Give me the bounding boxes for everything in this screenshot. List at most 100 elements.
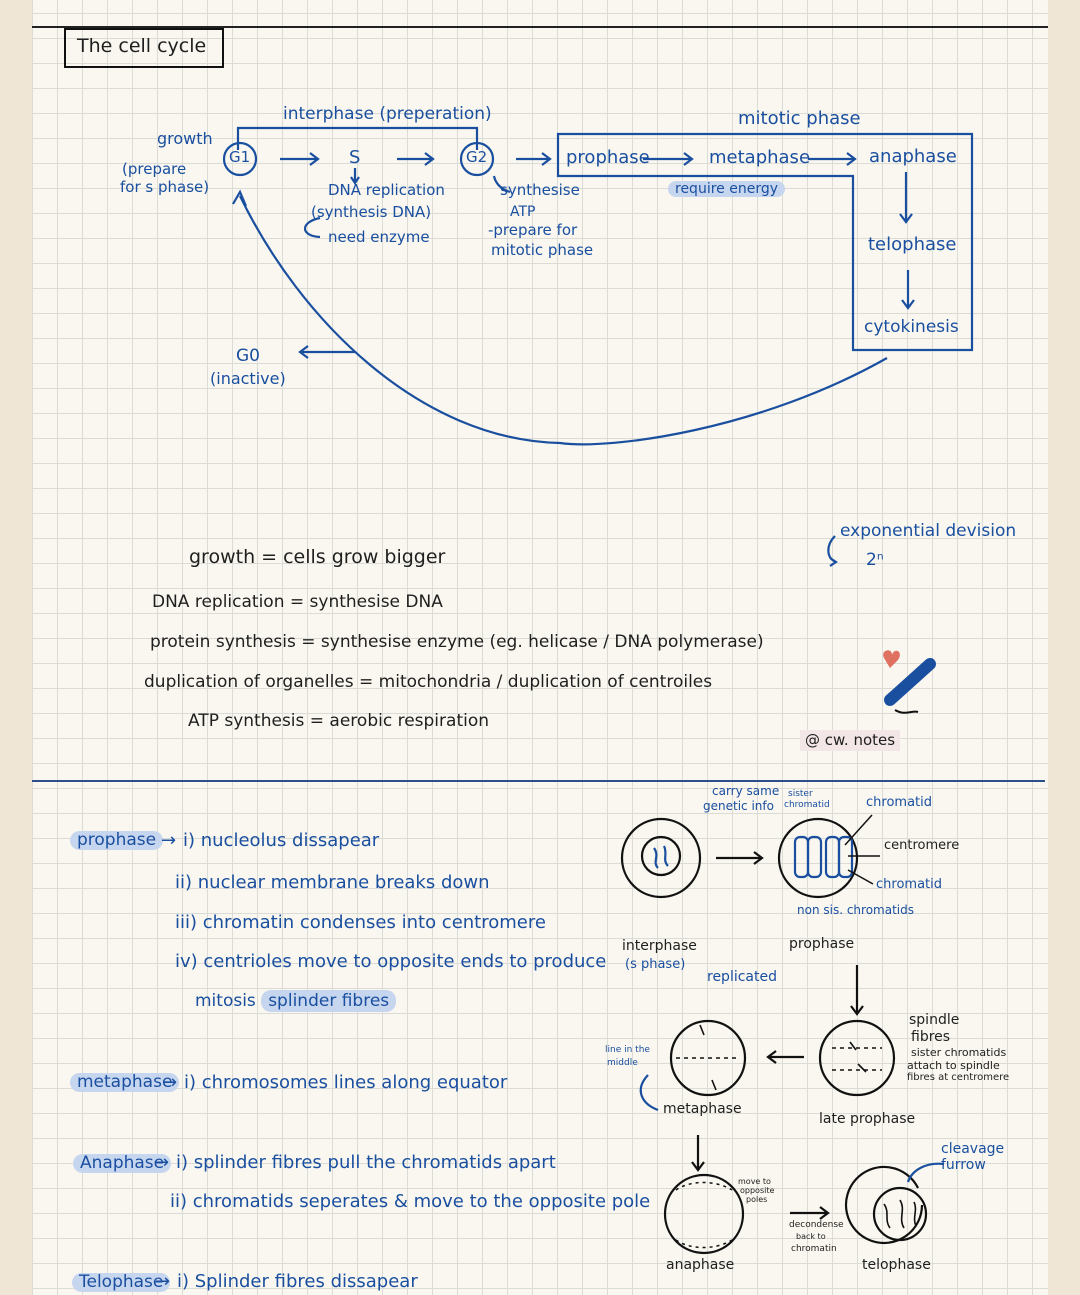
telophase-node: telophase bbox=[868, 234, 957, 255]
sister-chromatid-2: chromatid bbox=[784, 800, 830, 810]
g2-label: G2 bbox=[466, 148, 488, 166]
watermark: @ cw. notes bbox=[800, 730, 901, 751]
page-title: The cell cycle bbox=[77, 35, 207, 57]
mitotic-phase-label: mitotic phase bbox=[738, 108, 861, 129]
late-prophase-cell bbox=[818, 1019, 896, 1097]
cleavage-label-2: furrow bbox=[941, 1157, 986, 1173]
move-poles-2: opposite bbox=[740, 1186, 775, 1195]
interphase-nucleus bbox=[640, 835, 682, 877]
definition-atp: ATP synthesis = aerobic respiration bbox=[188, 711, 490, 731]
return-curve bbox=[239, 195, 888, 446]
definition-protein: protein synthesis = synthesise enzyme (e… bbox=[150, 632, 764, 652]
return-arrowhead bbox=[232, 189, 248, 207]
anaphase-tag: Anaphase bbox=[73, 1154, 172, 1173]
line-middle-2: middle bbox=[607, 1058, 638, 1068]
prophase-item-1: i) nucleolus dissapear bbox=[183, 830, 380, 851]
arrow-telo-cyto bbox=[901, 270, 915, 310]
arrow-g1-s bbox=[280, 152, 320, 166]
cytokinesis-node: cytokinesis bbox=[864, 317, 959, 337]
late-prophase-label: late prophase bbox=[819, 1111, 916, 1127]
definition-organelles: duplication of organelles = mitochondria… bbox=[144, 672, 713, 692]
metaphase-diag-label: metaphase bbox=[663, 1101, 742, 1117]
arrow-g0 bbox=[298, 345, 355, 359]
carry-same-2: genetic info bbox=[703, 799, 774, 813]
exp-curve bbox=[827, 535, 838, 567]
spindle-label-2: fibres bbox=[911, 1029, 951, 1045]
anaphase-item-2: ii) chromatids seperates & move to the o… bbox=[170, 1191, 651, 1212]
line-middle-1: line in the bbox=[605, 1045, 650, 1055]
arrow-pro-late bbox=[850, 965, 864, 1016]
spindle-label-1: spindle bbox=[909, 1012, 960, 1028]
inactive-label: (inactive) bbox=[210, 369, 286, 388]
metaphase-cell bbox=[669, 1019, 747, 1097]
arrow-s-down bbox=[350, 168, 360, 185]
exponential-formula: 2ⁿ bbox=[866, 550, 884, 570]
anaphase-node: anaphase bbox=[869, 146, 957, 167]
prophase-node: prophase bbox=[566, 147, 650, 168]
move-poles-1: move to bbox=[738, 1177, 771, 1186]
g0-label: G0 bbox=[236, 346, 260, 366]
telophase-cell bbox=[844, 1165, 924, 1245]
sister-attach-1: sister chromatids bbox=[911, 1046, 1007, 1059]
notebook-page bbox=[32, 0, 1048, 1295]
chromatid-top: chromatid bbox=[866, 795, 932, 810]
g1-note-2: for s phase) bbox=[120, 178, 210, 196]
arrow-inter-pro bbox=[716, 851, 764, 865]
exponential-label: exponential devision bbox=[840, 521, 1017, 541]
arrow-pro-meta bbox=[643, 152, 694, 166]
g1-label: G1 bbox=[229, 148, 251, 166]
g2-note-1: synthesise bbox=[500, 181, 580, 199]
g2-note-2: ATP bbox=[510, 204, 536, 220]
sister-attach-3: fibres at centromere bbox=[907, 1072, 1010, 1083]
telophase-diag-label: telophase bbox=[862, 1257, 931, 1273]
telophase-tag: Telophase bbox=[72, 1273, 171, 1292]
prophase-item-4: iv) centrioles move to opposite ends to … bbox=[175, 951, 607, 972]
metaphase-item: i) chromosomes lines along equator bbox=[184, 1072, 508, 1093]
growth-label: growth bbox=[157, 129, 213, 148]
prophase-tail-highlight: splinder fibres bbox=[261, 990, 397, 1012]
decondense-3: chromatin bbox=[791, 1244, 837, 1254]
title-box bbox=[64, 28, 224, 68]
interphase-cell bbox=[620, 817, 702, 899]
interphase-diag-label: interphase bbox=[622, 938, 697, 954]
g2-note-4: mitotic phase bbox=[491, 241, 594, 259]
decondense-2: back to bbox=[796, 1232, 826, 1241]
arrow-g2-prophase bbox=[516, 152, 552, 166]
cleavage-label-1: cleavage bbox=[941, 1141, 1005, 1157]
mitotic-box bbox=[556, 132, 974, 352]
anaphase-diag-label: anaphase bbox=[666, 1257, 735, 1273]
definition-growth: growth = cells grow bigger bbox=[189, 546, 446, 568]
prophase-tail-prefix: mitosis bbox=[195, 991, 256, 1011]
g2note-curve bbox=[492, 175, 511, 194]
s-note-2: (synthesis DNA) bbox=[311, 203, 432, 221]
snote-curve bbox=[303, 216, 321, 239]
g1-note-1: (prepare bbox=[122, 160, 187, 178]
g2-circle bbox=[459, 141, 495, 177]
centromere-label: centromere bbox=[884, 838, 960, 853]
move-poles-3: poles bbox=[746, 1195, 768, 1204]
anaphase-item-1: i) splinder fibres pull the chromatids a… bbox=[176, 1152, 556, 1173]
chromatid-right: chromatid bbox=[876, 877, 942, 892]
carry-same-1: carry same bbox=[712, 784, 780, 798]
sister-attach-2: attach to spindle bbox=[907, 1059, 1000, 1072]
pen-sticker-icon bbox=[883, 650, 936, 714]
arrow-late-meta bbox=[766, 1050, 804, 1064]
interphase-sphase: (s phase) bbox=[625, 957, 686, 972]
metaphase-tag: metaphase bbox=[70, 1073, 180, 1092]
s-note-3: need enzyme bbox=[328, 228, 430, 246]
arrow-telophase: → bbox=[155, 1271, 171, 1292]
decondense-1: decondense bbox=[789, 1220, 844, 1230]
prophase-tail: mitosis splinder fibres bbox=[195, 990, 397, 1012]
arrow-prophase: → bbox=[161, 830, 177, 851]
arrow-anaphase: → bbox=[154, 1152, 170, 1173]
arrow-ana-telo bbox=[899, 172, 913, 224]
g1-circle bbox=[222, 141, 258, 177]
arrow-meta-ana bbox=[691, 1135, 705, 1172]
anaphase-cell bbox=[663, 1173, 745, 1255]
s-label: S bbox=[349, 147, 361, 168]
g2-note-3: -prepare for bbox=[488, 221, 578, 239]
arrow-ana-telo2 bbox=[790, 1206, 830, 1220]
prophase-item-3: iii) chromatin condenses into centromere bbox=[175, 912, 546, 933]
metaphase-node: metaphase bbox=[709, 147, 811, 168]
require-energy-label: require energy bbox=[668, 181, 786, 197]
